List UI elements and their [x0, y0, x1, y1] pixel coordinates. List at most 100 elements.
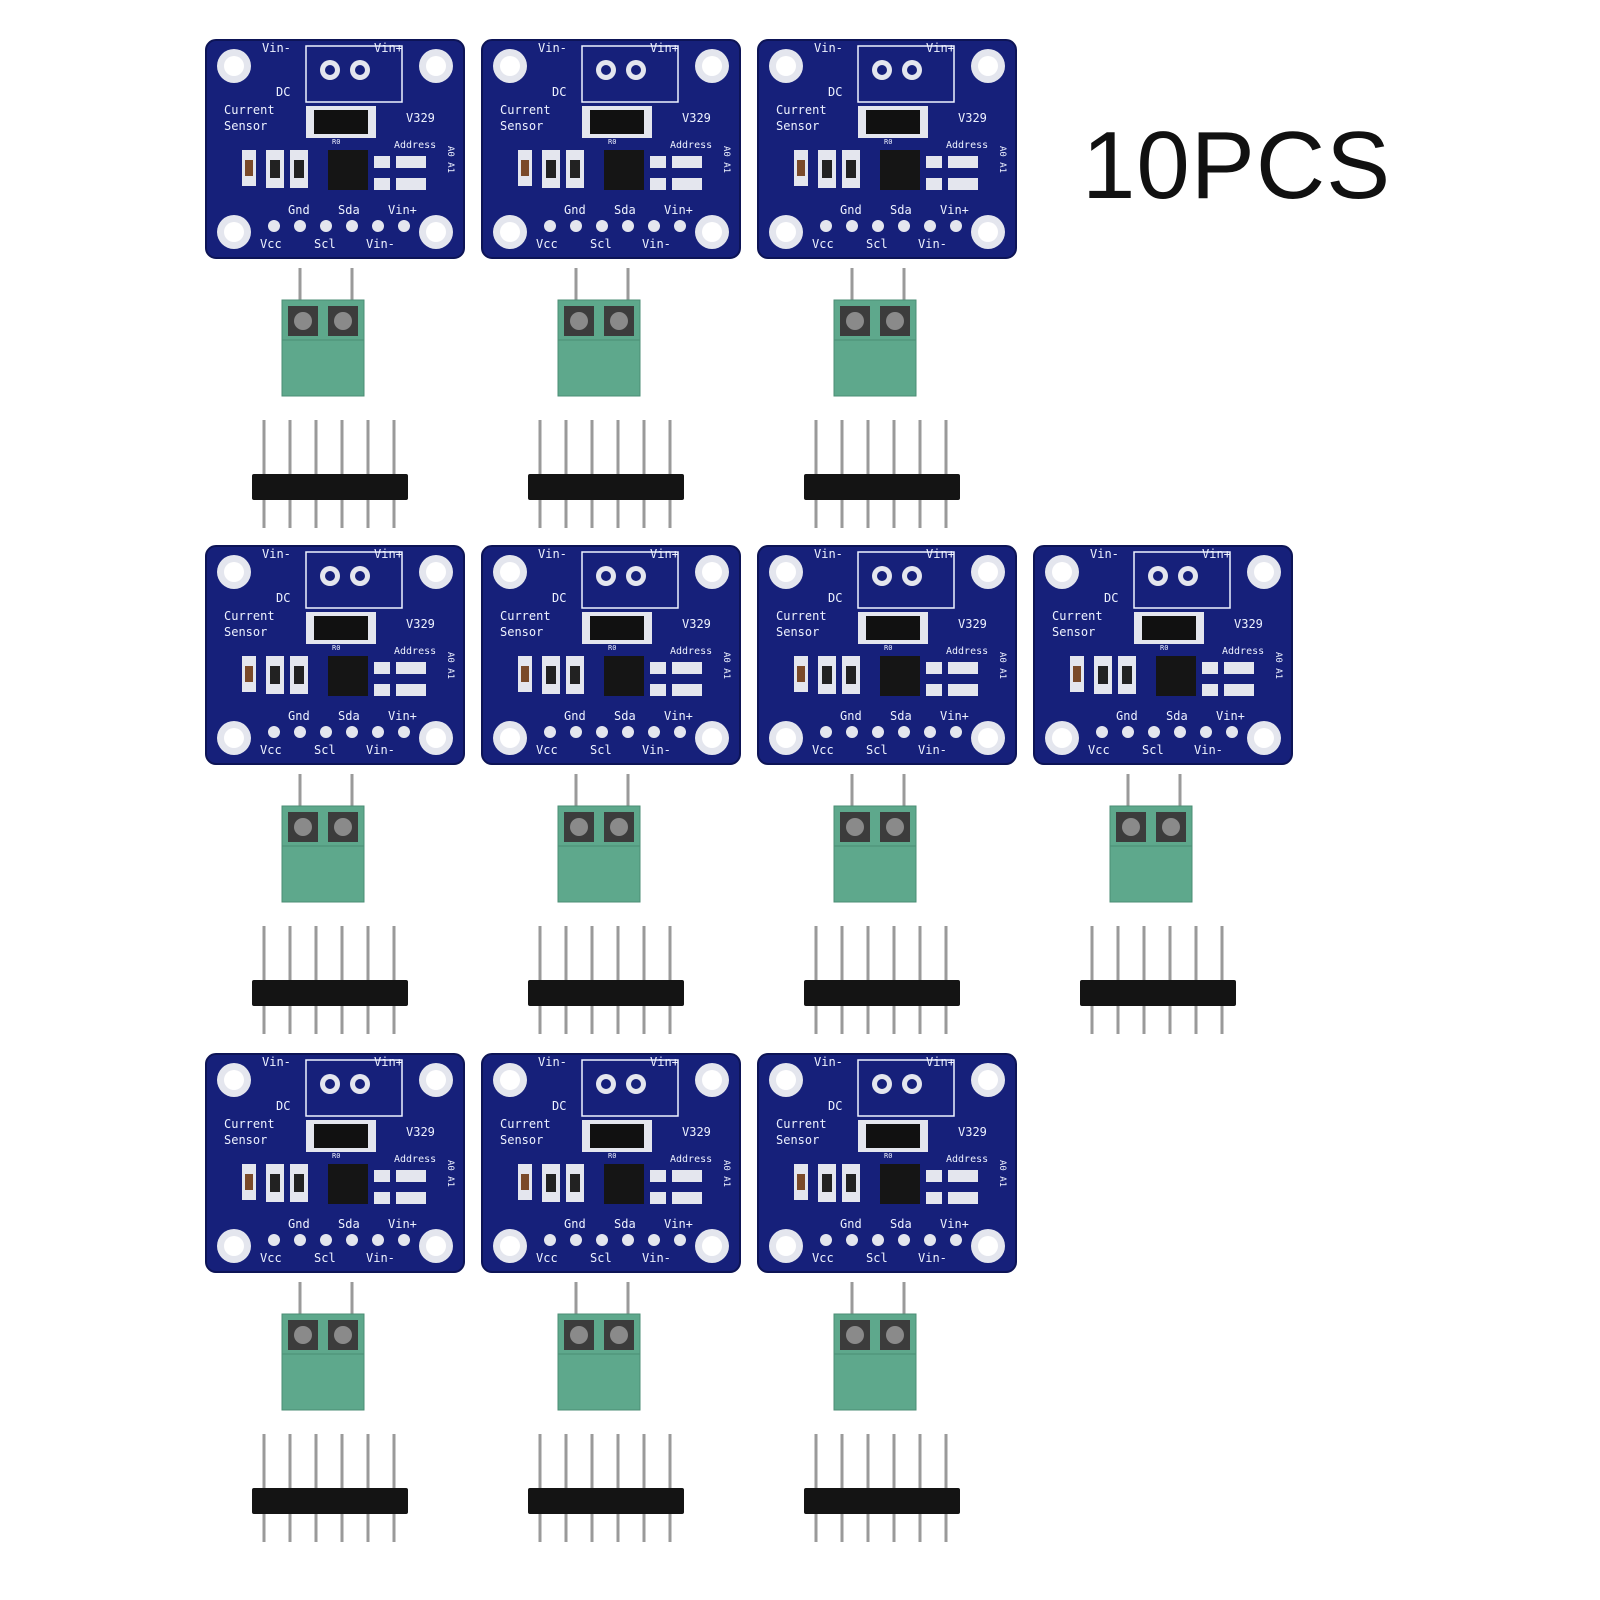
label-address: Address: [670, 140, 712, 151]
current-sensor-board: Vin- Vin+ DC Current Sensor V329 Address…: [481, 545, 741, 765]
terminal-block: [833, 1282, 917, 1411]
label-vcc: Vcc: [260, 1251, 282, 1265]
pin-header: [252, 1434, 408, 1542]
label-vin-plus-bottom: Vin+: [940, 1217, 969, 1231]
label-sensor: Sensor: [224, 119, 267, 133]
pin-header: [252, 420, 408, 528]
sensor-kit: Vin- Vin+ DC Current Sensor V329 Address…: [480, 544, 742, 1044]
label-vin-minus-bottom: Vin-: [366, 743, 395, 757]
label-r0: R0: [884, 1152, 892, 1160]
label-current: Current: [776, 609, 827, 623]
label-model: V329: [958, 1125, 987, 1139]
label-vin-plus-bottom: Vin+: [940, 709, 969, 723]
current-sensor-board: Vin- Vin+ DC Current Sensor V329 Address…: [481, 39, 741, 259]
pin-header: [804, 926, 960, 1034]
pin-header: [804, 1434, 960, 1542]
pcb-body: [757, 545, 1017, 765]
label-address: Address: [946, 140, 988, 151]
label-address: Address: [1222, 646, 1264, 657]
label-model: V329: [406, 617, 435, 631]
label-sda: Sda: [614, 1217, 636, 1231]
sensor-kit: Vin- Vin+ DC Current Sensor V329 Address…: [204, 1052, 466, 1552]
label-model: V329: [406, 1125, 435, 1139]
label-current: Current: [500, 1117, 551, 1131]
label-vcc: Vcc: [536, 237, 558, 251]
label-r0: R0: [332, 1152, 340, 1160]
ic-chip: [880, 1164, 920, 1204]
label-address: Address: [946, 646, 988, 657]
terminal-block: [281, 1282, 365, 1411]
ic-chip: [604, 150, 644, 190]
label-vcc: Vcc: [260, 237, 282, 251]
label-dc: DC: [276, 591, 290, 605]
label-a0-a1: A0 A1: [721, 1160, 731, 1187]
label-dc: DC: [276, 85, 290, 99]
pcb-body: [205, 1053, 465, 1273]
label-address: Address: [670, 1154, 712, 1165]
label-vin-minus: Vin-: [262, 1055, 291, 1069]
label-vin-minus: Vin-: [262, 547, 291, 561]
label-sensor: Sensor: [500, 625, 543, 639]
label-dc: DC: [828, 1099, 842, 1113]
terminal-block: [557, 268, 641, 397]
label-scl: Scl: [866, 743, 888, 757]
label-current: Current: [224, 1117, 275, 1131]
label-vin-plus: Vin+: [926, 547, 955, 561]
label-vin-plus: Vin+: [650, 41, 679, 55]
label-sda: Sda: [890, 1217, 912, 1231]
label-r0: R0: [608, 1152, 616, 1160]
label-sda: Sda: [614, 203, 636, 217]
label-a0-a1: A0 A1: [445, 146, 455, 173]
label-vin-minus-bottom: Vin-: [1194, 743, 1223, 757]
label-sda: Sda: [1166, 709, 1188, 723]
label-dc: DC: [276, 1099, 290, 1113]
terminal-block: [833, 774, 917, 903]
label-sensor: Sensor: [1052, 625, 1095, 639]
label-a0-a1: A0 A1: [445, 652, 455, 679]
kit-illustration: Vin- Vin+ DC Current Sensor V329 Address…: [1033, 545, 1293, 1034]
sensor-kit: Vin- Vin+ DC Current Sensor V329 Address…: [756, 544, 1018, 1044]
label-r0: R0: [332, 138, 340, 146]
terminal-block: [281, 268, 365, 397]
label-sensor: Sensor: [500, 1133, 543, 1147]
header-pads: [544, 220, 686, 232]
pin-header: [528, 926, 684, 1034]
label-vin-minus: Vin-: [538, 41, 567, 55]
label-dc: DC: [552, 1099, 566, 1113]
terminal-block: [281, 774, 365, 903]
label-sensor: Sensor: [224, 625, 267, 639]
label-model: V329: [1234, 617, 1263, 631]
label-gnd: Gnd: [564, 709, 586, 723]
label-model: V329: [958, 111, 987, 125]
label-model: V329: [406, 111, 435, 125]
header-pads: [820, 220, 962, 232]
kit-illustration: Vin- Vin+ DC Current Sensor V329 Address…: [757, 545, 1017, 1034]
ic-chip: [1156, 656, 1196, 696]
label-model: V329: [682, 1125, 711, 1139]
label-gnd: Gnd: [564, 203, 586, 217]
label-vin-minus: Vin-: [1090, 547, 1119, 561]
current-sensor-board: Vin- Vin+ DC Current Sensor V329 Address…: [205, 39, 465, 259]
label-model: V329: [682, 617, 711, 631]
label-gnd: Gnd: [288, 709, 310, 723]
ic-chip: [604, 1164, 644, 1204]
label-sda: Sda: [338, 203, 360, 217]
pcb-body: [757, 1053, 1017, 1273]
label-scl: Scl: [590, 237, 612, 251]
label-r0: R0: [608, 138, 616, 146]
label-gnd: Gnd: [564, 1217, 586, 1231]
label-gnd: Gnd: [1116, 709, 1138, 723]
label-vin-plus: Vin+: [374, 1055, 403, 1069]
label-vcc: Vcc: [812, 743, 834, 757]
pcb-body: [1033, 545, 1293, 765]
label-a0-a1: A0 A1: [997, 146, 1007, 173]
label-sda: Sda: [890, 203, 912, 217]
kit-illustration: Vin- Vin+ DC Current Sensor V329 Address…: [481, 1053, 741, 1542]
ic-chip: [604, 656, 644, 696]
label-vcc: Vcc: [536, 743, 558, 757]
pin-header: [804, 420, 960, 528]
header-pads: [820, 726, 962, 738]
current-sensor-board: Vin- Vin+ DC Current Sensor V329 Address…: [481, 1053, 741, 1273]
label-scl: Scl: [590, 743, 612, 757]
header-pads: [820, 1234, 962, 1246]
